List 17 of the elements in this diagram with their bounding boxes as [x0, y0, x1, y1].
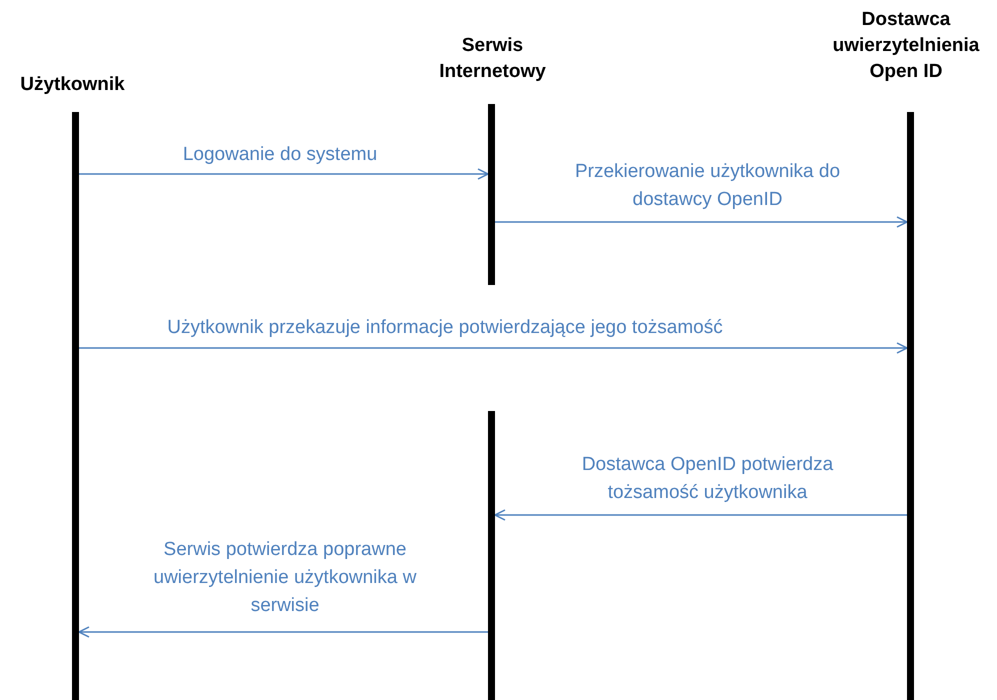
- edge-label: Serwis potwierdza poprawne uwierzytelnienie użytkownika w serwisie: [152, 538, 418, 618]
- arrow: [495, 216, 908, 228]
- participant-heading: Serwis Internetowy: [425, 33, 560, 85]
- participant-heading: Dostawca uwierzytelnienia Open ID: [815, 7, 997, 85]
- lifeline-bar: [72, 112, 79, 700]
- edge-label: Dostawca OpenID potwierdza tożsamość użytkownika: [580, 453, 834, 505]
- arrow: [494, 509, 907, 521]
- edge-label: Przekierowanie użytkownika do dostawcy OpenID: [574, 160, 842, 212]
- edge-label: Logowanie do systemu: [182, 143, 378, 167]
- participant-heading: Użytkownik: [0, 72, 145, 98]
- arrow: [78, 626, 488, 638]
- arrow: [79, 168, 489, 180]
- arrow: [79, 342, 908, 354]
- edge-label: Użytkownik przekazuje informacje potwierdzające jego tożsamość: [166, 316, 724, 340]
- lifeline-bar: [488, 411, 495, 700]
- lifeline-bar: [907, 112, 914, 700]
- lifeline-bar: [488, 104, 495, 285]
